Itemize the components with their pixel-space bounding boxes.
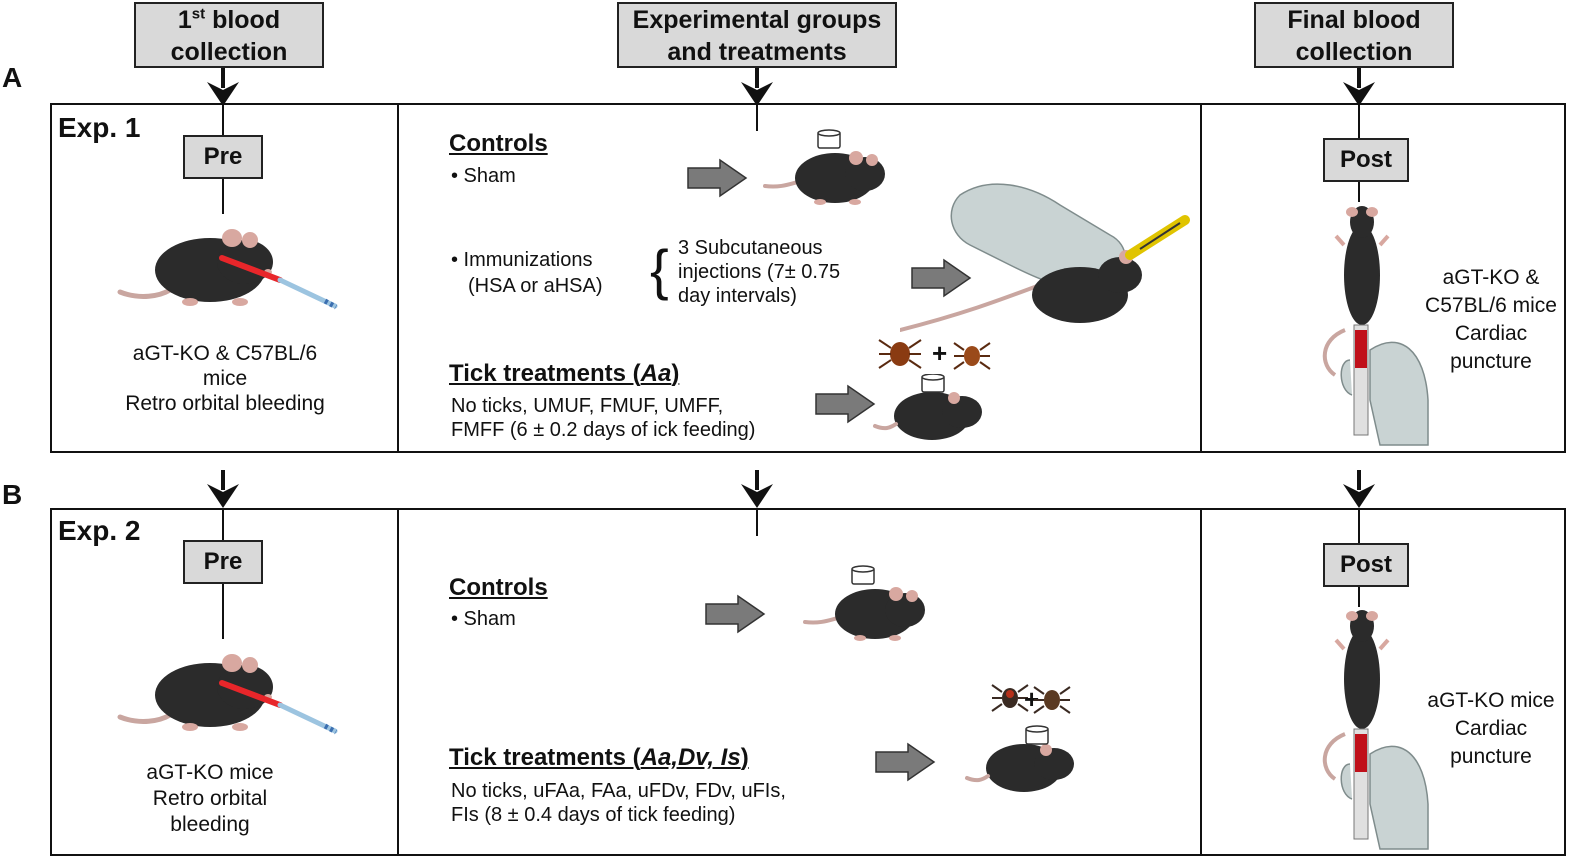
connector-line — [222, 103, 224, 135]
plus-sign: + — [1024, 684, 1040, 714]
glove-injection-illustration — [900, 183, 1190, 332]
panel-label-b: B — [2, 479, 23, 510]
mouse-retro-orbital-illustration — [117, 654, 338, 735]
connector-line — [1358, 508, 1360, 543]
connector-line — [756, 508, 758, 536]
right-arrow-icon — [815, 384, 876, 424]
controls-title: Controls — [449, 130, 548, 157]
down-arrow-icon — [1343, 68, 1375, 106]
left-caption: aGT-KO & C57BL/6 mice Retro orbital blee… — [125, 342, 325, 415]
post-box: Post — [1323, 543, 1409, 587]
exp-label: Exp. 2 — [58, 515, 141, 546]
right-arrow-icon — [687, 158, 748, 198]
exp-label: Exp. 1 — [58, 112, 141, 143]
right-caption: aGT-KO mice Cardiac puncture — [1427, 689, 1555, 768]
left-caption: aGT-KO mice Retro orbital bleeding — [146, 761, 274, 836]
right-caption: aGT-KO & C57BL/6 mice Cardiac puncture — [1425, 266, 1557, 373]
mouse-tick-illustration — [965, 725, 1074, 792]
down-arrow-icon — [741, 68, 773, 106]
connector-line — [1358, 182, 1360, 202]
mouse-sham-illustration — [803, 565, 925, 641]
mouse-tick-illustration — [873, 374, 982, 440]
injection-schedule: 3 Subcutaneous injections (7± 0.75 day i… — [678, 237, 841, 307]
mouse-retro-orbital-illustration — [117, 229, 338, 310]
sham-item: • Sham — [451, 608, 516, 630]
tick-icon — [991, 684, 1029, 712]
panel-b-right — [1200, 508, 1566, 856]
connector-line — [1358, 103, 1360, 138]
tick-icon — [878, 339, 922, 369]
mouse-sham-illustration — [763, 129, 885, 205]
controls-title: Controls — [449, 574, 548, 601]
cardiac-puncture-illustration — [1322, 206, 1429, 446]
post-box: Post — [1323, 138, 1409, 182]
immunizations-item: • Immunizations (HSA or aHSA) — [451, 249, 603, 297]
right-arrow-icon — [911, 258, 972, 298]
pre-box: Pre — [183, 540, 263, 584]
pre-box: Pre — [183, 135, 263, 179]
header-experimental-groups: Experimental groups and treatments — [617, 2, 897, 68]
tick-treatments-desc: No ticks, UMUF, FMUF, UMFF, FMFF (6 ± 0.… — [451, 395, 756, 441]
connector-line — [756, 103, 758, 131]
down-arrow-icon — [207, 470, 239, 508]
header-first-blood-collection: 1st blood collection — [134, 2, 324, 68]
down-arrow-icon — [207, 68, 239, 106]
tick-treatments-title: Tick treatments (Aa,Dv, Is) — [449, 744, 749, 771]
right-arrow-icon — [705, 594, 766, 634]
panel-a-right — [1200, 103, 1566, 453]
down-arrow-icon — [1343, 470, 1375, 508]
tick-treatments-desc: No ticks, uFAa, FAa, uFDv, FDv, uFIs, FI… — [451, 780, 786, 826]
panel-label-a: A — [2, 62, 23, 93]
tick-icon — [953, 342, 991, 370]
connector-line — [222, 179, 224, 214]
connector-line — [222, 584, 224, 639]
cardiac-puncture-illustration — [1322, 610, 1429, 850]
connector-line — [1358, 587, 1360, 607]
plus-sign: + — [932, 338, 948, 368]
header-final-blood-collection: Final blood collection — [1254, 2, 1454, 68]
sham-item: • Sham — [451, 165, 516, 187]
tick-icon — [1033, 686, 1071, 714]
right-arrow-icon — [875, 742, 936, 782]
tick-treatments-title: Tick treatments (Aa) — [449, 360, 680, 387]
connector-line — [222, 508, 224, 540]
brace: { — [650, 238, 669, 301]
down-arrow-icon — [741, 470, 773, 508]
